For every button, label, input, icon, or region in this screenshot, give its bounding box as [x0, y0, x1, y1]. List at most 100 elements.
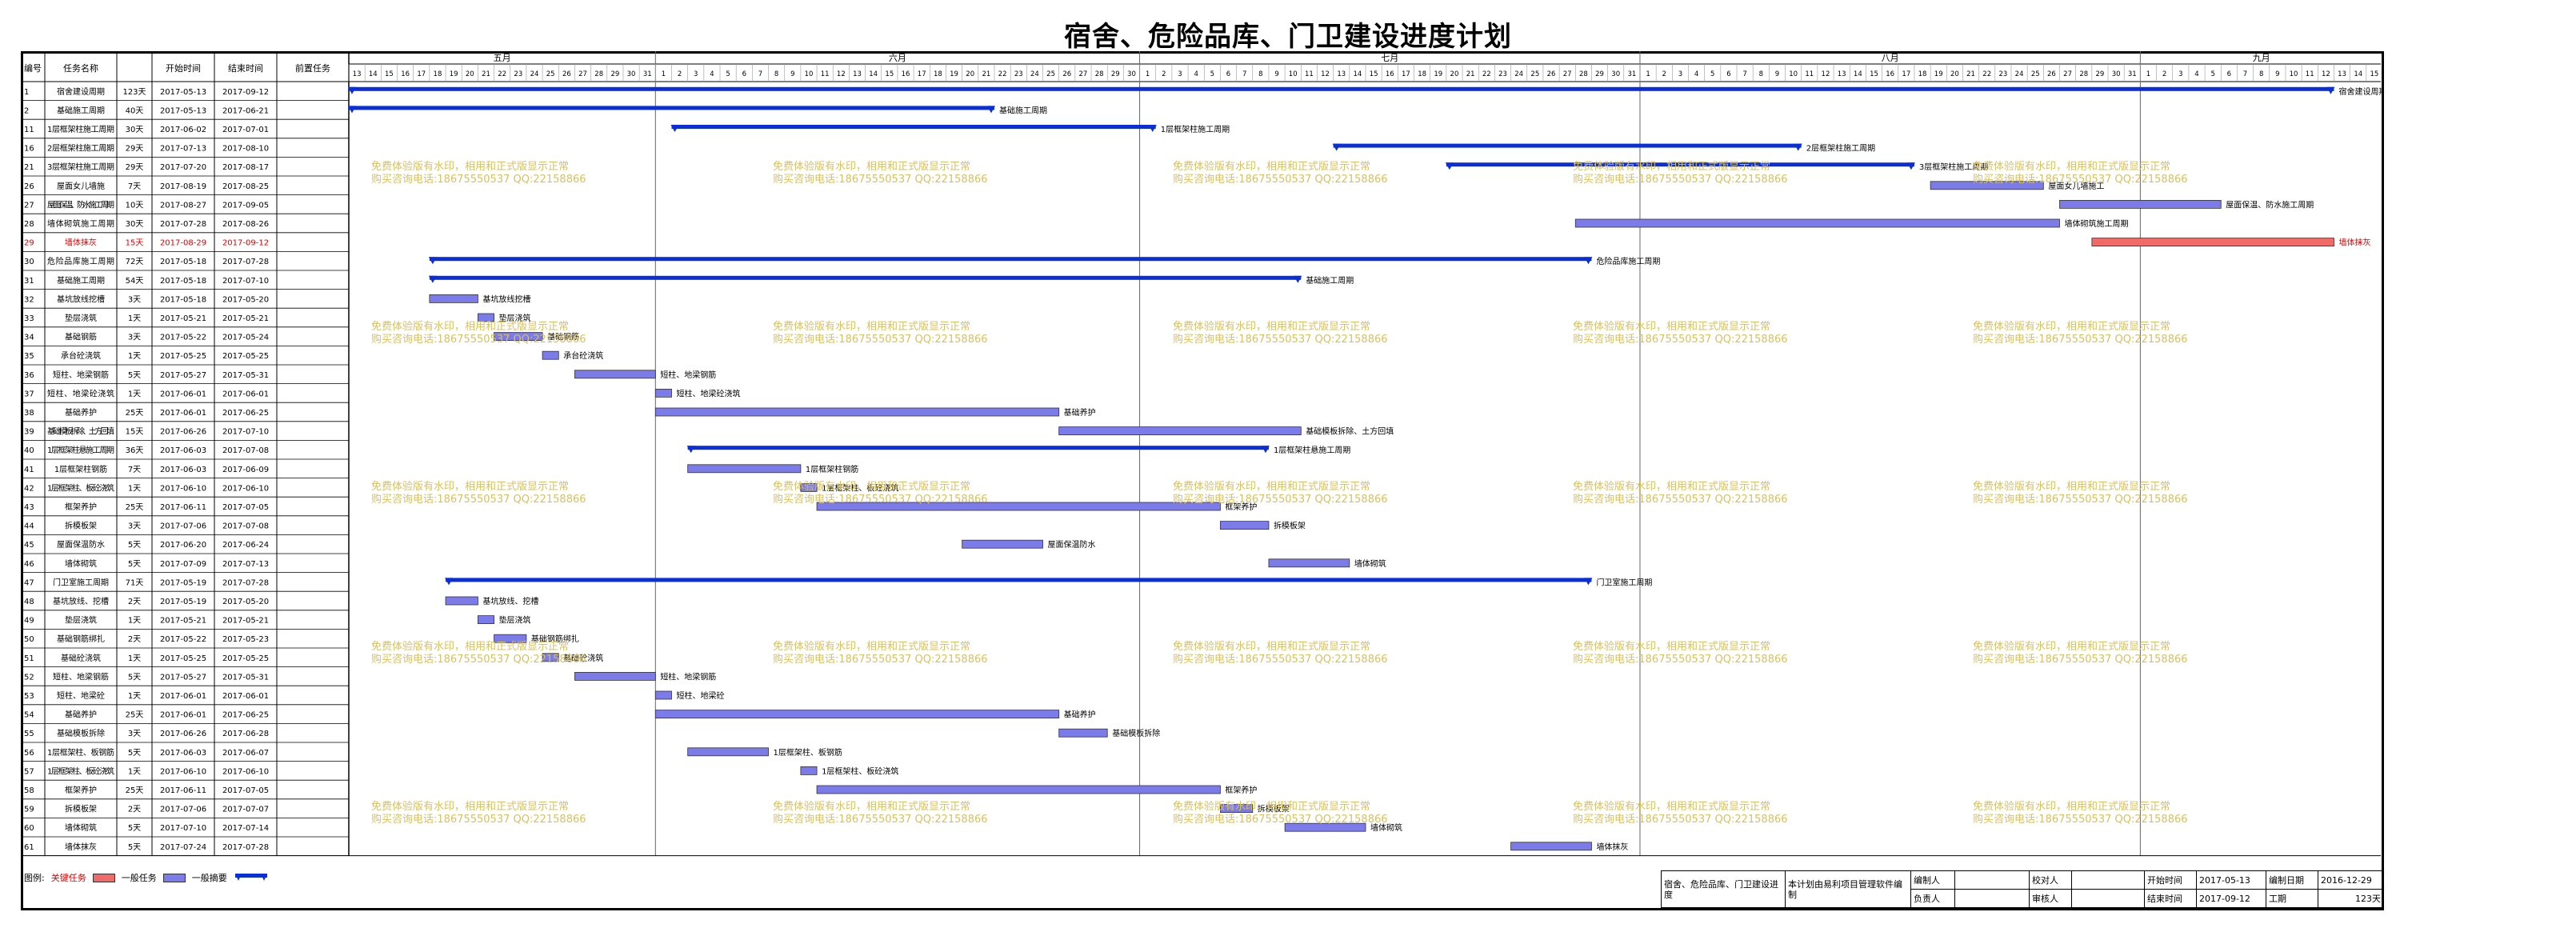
task-bar [574, 672, 656, 681]
task-no: 52 [24, 673, 34, 682]
task-end: 2017-07-07 [222, 806, 269, 814]
day-label: 5 [2210, 70, 2214, 78]
task-bar-label: 1层框架柱钢筋 [806, 464, 858, 474]
task-start: 2017-07-24 [160, 843, 206, 852]
watermark-line2: 购买咨询电话:18675550537 QQ:22158866 [1173, 653, 1388, 666]
task-bar [816, 785, 1221, 794]
task-name: 危险品库施工周期 [47, 256, 114, 266]
task-bar-label: 墙体砌筑 [1354, 558, 1386, 569]
day-label: 18 [1918, 70, 1927, 78]
task-no: 2 [24, 106, 29, 115]
task-name: 门卫室施工周期 [53, 577, 109, 587]
task-start: 2017-06-20 [160, 541, 206, 550]
task-bar-label: 基础养护 [1064, 710, 1096, 720]
day-label: 19 [450, 70, 458, 78]
summary-bar [671, 125, 1156, 129]
summary-end-cap [1584, 578, 1593, 586]
task-start: 2017-05-21 [160, 314, 206, 323]
day-label: 13 [853, 70, 862, 78]
task-duration: 5天 [128, 541, 141, 550]
task-start: 2017-05-25 [160, 352, 206, 361]
day-label: 31 [1627, 70, 1636, 78]
day-label: 8 [1258, 70, 1262, 78]
task-end: 2017-07-13 [222, 560, 269, 569]
summary-start-cap [1445, 162, 1454, 170]
task-duration: 5天 [128, 371, 141, 380]
watermark-line2: 购买咨询电话:18675550537 QQ:22158866 [1573, 173, 1788, 186]
task-no: 58 [24, 786, 34, 795]
legend-critical-label: 关键任务 [50, 873, 86, 883]
day-label: 13 [1838, 70, 1846, 78]
task-end: 2017-08-17 [222, 163, 269, 172]
chart-title: 宿舍、危险品库、门卫建设进度计划 [1064, 21, 1512, 53]
task-bar-label: 屋面保温、防水施工周期 [2226, 199, 2314, 210]
day-label: 25 [546, 70, 555, 78]
task-start: 2017-06-02 [160, 126, 206, 134]
task-bar [654, 690, 672, 700]
day-label: 25 [1530, 70, 1539, 78]
task-start: 2017-05-27 [160, 371, 206, 380]
task-start: 2017-08-29 [160, 239, 206, 248]
task-bar-label: 框架养护 [1225, 502, 1257, 512]
task-name: 墙体砌筑施工周期 [47, 218, 114, 229]
task-duration: 5天 [128, 824, 141, 833]
task-no: 55 [24, 730, 34, 738]
day-label: 26 [2047, 70, 2056, 78]
day-label: 2 [2162, 70, 2166, 78]
task-name: 2层框架柱施工周期 [47, 143, 114, 154]
task-duration: 2天 [128, 806, 141, 814]
task-name: 墙体抹灰 [65, 238, 97, 248]
watermark-line1: 免费体验版有水印，相用和正式版显示正常 [1173, 800, 1370, 813]
task-duration: 1天 [128, 654, 141, 663]
day-label: 15 [1370, 70, 1378, 78]
checker-label: 校对人 [2029, 870, 2072, 890]
summary-end-cap [1794, 143, 1802, 151]
task-end: 2017-05-31 [222, 371, 269, 380]
task-start: 2017-07-06 [160, 806, 206, 814]
day-label: 14 [2354, 70, 2362, 78]
legend-normal-swatch [162, 873, 186, 882]
task-duration: 3天 [128, 295, 141, 304]
watermark-line2: 购买咨询电话:18675550537 QQ:22158866 [773, 333, 988, 346]
task-name: 宿舍建设周期 [57, 86, 105, 97]
end-label: 结束时间 [2144, 889, 2197, 908]
task-name: 1层框架柱、板钢筋 [47, 747, 114, 758]
day-label: 7 [1742, 70, 1746, 78]
day-label: 4 [710, 70, 714, 78]
task-duration: 3天 [128, 522, 141, 531]
day-label: 2 [1662, 70, 1666, 78]
task-no: 38 [24, 409, 34, 418]
owner-label: 负责人 [1910, 889, 1955, 908]
task-no: 54 [24, 711, 34, 720]
task-name: 垫层浇筑 [65, 313, 97, 323]
task-end: 2017-06-25 [222, 711, 269, 720]
reviewer-value [2071, 889, 2145, 908]
day-label: 28 [2079, 70, 2088, 78]
task-no: 11 [24, 126, 34, 134]
day-label: 11 [2306, 70, 2314, 78]
summary-bar [687, 446, 1269, 450]
task-duration: 29天 [126, 145, 144, 154]
watermark-line1: 免费体验版有水印，相用和正式版显示正常 [1573, 640, 1770, 653]
task-end: 2017-07-10 [222, 428, 269, 437]
day-label: 21 [982, 70, 990, 78]
task-duration: 5天 [128, 560, 141, 569]
day-label: 15 [1870, 70, 1878, 78]
day-label: 28 [1579, 70, 1588, 78]
task-name: 拆模板架 [65, 804, 97, 814]
task-bar [800, 483, 818, 492]
task-bar [1284, 822, 1366, 832]
task-bar-label: 基础钢筋 [547, 332, 579, 342]
day-label: 7 [2243, 70, 2247, 78]
task-bar-label: 垫层浇筑 [499, 313, 531, 323]
task-end: 2017-05-20 [222, 295, 269, 304]
summary-end-cap [1294, 275, 1302, 283]
summary-start-cap [428, 257, 437, 265]
task-bar-label: 基坑放线挖槽 [482, 294, 530, 304]
task-bar-label: 墙体抹灰 [1596, 842, 1628, 852]
day-label: 28 [594, 70, 603, 78]
task-name: 基础施工周期 [57, 105, 105, 115]
task-name: 基础模板拆除 [57, 728, 105, 738]
task-bar [962, 539, 1043, 549]
owner-value [1954, 889, 2030, 908]
